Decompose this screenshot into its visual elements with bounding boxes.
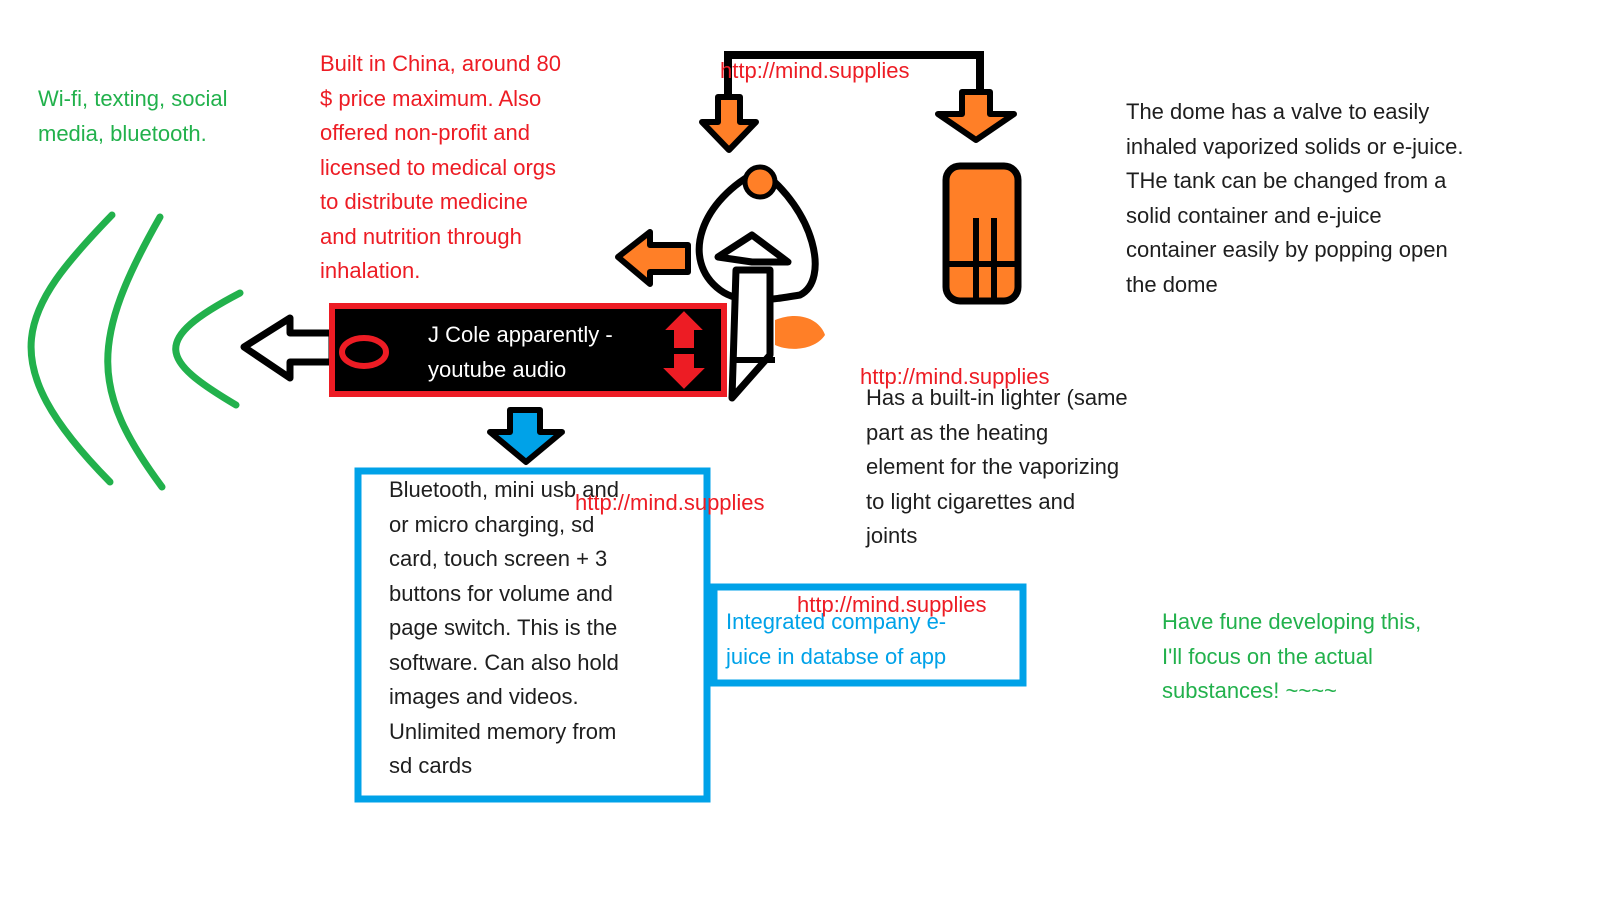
software-box (354, 467, 711, 803)
closing-note: Have fune developing this,I'll focus on … (1162, 609, 1422, 703)
vaporizer-dome (695, 164, 825, 402)
watermark-url: http://mind.supplies (860, 364, 1050, 389)
watermark-url: http://mind.supplies (575, 490, 765, 515)
ejuice-note: Integrated company e-juice in databse of… (726, 609, 947, 669)
volume-up-icon (665, 311, 703, 348)
wireless-signal-icon (27, 211, 244, 491)
connector-bracket (724, 51, 984, 100)
watermark-url: http://mind.supplies (720, 58, 910, 83)
orange-down-arrow-icon (935, 89, 1017, 143)
pricing-note: Built in China, around 80$ price maximum… (320, 51, 561, 283)
tank-icon (942, 162, 1022, 305)
left-arrow-icon (240, 314, 336, 382)
flame-icon (775, 315, 825, 349)
volume-down-icon (663, 354, 705, 389)
now-playing-text: J Cole apparently -youtube audio (428, 322, 613, 382)
device-screen (329, 303, 727, 397)
power-button-icon (339, 335, 389, 369)
watermark-url: http://mind.supplies (797, 592, 987, 617)
ejuice-box (710, 583, 1027, 687)
down-arrow-icon (487, 407, 565, 465)
orange-down-arrow-icon (699, 94, 759, 153)
orange-left-arrow-icon (615, 229, 691, 287)
